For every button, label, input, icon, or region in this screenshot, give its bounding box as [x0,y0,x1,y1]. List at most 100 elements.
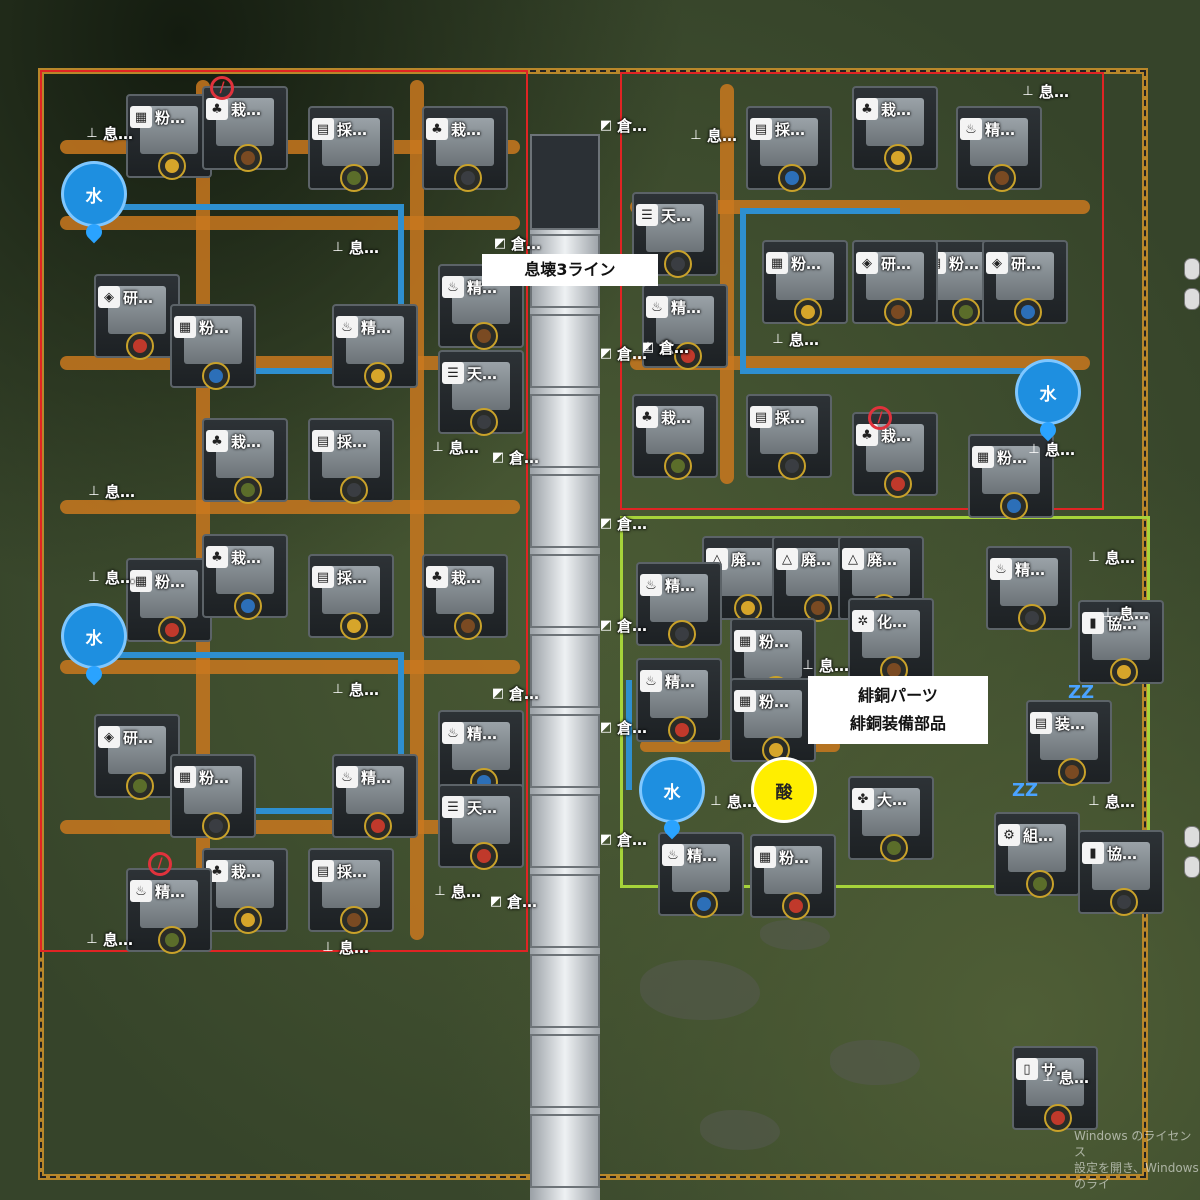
water-marker[interactable]: 水 [64,606,124,666]
building-tag[interactable]: ▦粉… [174,314,229,340]
storage-tag[interactable]: ◩倉… [490,680,539,706]
building-powder[interactable] [762,240,848,326]
water-pipe[interactable] [244,808,404,814]
building-tag[interactable]: ▤装… [1030,710,1085,736]
side-handle[interactable] [1184,856,1200,878]
building-tag[interactable]: ◈研… [986,250,1041,276]
storage-tag[interactable]: ◩倉… [598,612,647,638]
building-tag[interactable]: ▦粉… [754,844,809,870]
resource-indicator[interactable] [340,164,368,192]
water-pipe[interactable] [740,208,746,372]
breath-tag[interactable]: ⊥息… [84,926,133,952]
building-powder[interactable] [968,434,1054,520]
building-tag[interactable]: ▦粉… [766,250,821,276]
building-tag[interactable]: ☰天… [442,794,497,820]
resource-indicator[interactable] [234,476,262,504]
building-tag[interactable]: △廃… [842,546,897,572]
resource-indicator[interactable] [794,298,822,326]
storage-tag[interactable]: ◩倉… [598,510,647,536]
storage-tag[interactable]: ◩倉… [598,340,647,366]
building-powder[interactable] [126,558,212,644]
water-pipe[interactable] [244,368,404,374]
building-tag[interactable]: ♨精… [640,572,695,598]
building-tag[interactable]: ▤採… [312,564,367,590]
breath-tag[interactable]: ⊥息… [432,878,481,904]
building-powder[interactable] [170,304,256,390]
breath-tag[interactable]: ⊥息… [1086,544,1135,570]
storage-tag[interactable]: ◩倉… [598,714,647,740]
resource-indicator[interactable] [1058,758,1086,786]
breath-tag[interactable]: ⊥息… [330,676,379,702]
resource-indicator[interactable] [202,362,230,390]
storage-tag[interactable]: ◩倉… [490,444,539,470]
resource-indicator[interactable] [804,594,832,622]
storage-tag[interactable]: ◩倉… [640,334,689,360]
resource-indicator[interactable] [340,612,368,640]
resource-indicator[interactable] [202,812,230,840]
resource-indicator[interactable] [880,834,908,862]
building-tag[interactable]: ♣栽… [206,96,261,122]
resource-indicator[interactable] [454,612,482,640]
building-tag[interactable]: ✤大… [852,786,907,812]
building-tag[interactable]: ♨精… [336,764,391,790]
breath-tag[interactable]: ⊥息… [1100,600,1149,626]
building-tag[interactable]: ▮協… [1082,840,1137,866]
breath-tag[interactable]: ⊥息… [86,564,135,590]
building-tag[interactable]: ◈研… [98,724,153,750]
breath-tag[interactable]: ⊥息… [84,120,133,146]
water-pipe[interactable] [100,652,404,658]
resource-indicator[interactable] [1026,870,1054,898]
building-tag[interactable]: ♨精… [960,116,1015,142]
breath-tag[interactable]: ⊥息… [1086,788,1135,814]
water-pipe[interactable] [398,652,404,812]
resource-indicator[interactable] [158,926,186,954]
resource-indicator[interactable] [778,164,806,192]
storage-tag[interactable]: ◩倉… [598,826,647,852]
resource-indicator[interactable] [454,164,482,192]
breath-tag[interactable]: ⊥息… [770,326,819,352]
resource-indicator[interactable] [126,332,154,360]
water-pipe[interactable] [100,204,404,210]
building-tag[interactable]: ▯サ… [1016,1056,1071,1082]
building-tag[interactable]: ☰天… [636,202,691,228]
building-tag[interactable]: ▦粉… [130,104,185,130]
water-pipe[interactable] [626,680,632,790]
resource-indicator[interactable] [664,452,692,480]
breath-tag[interactable]: ⊥息… [330,234,379,260]
building-mine[interactable] [308,106,394,192]
building-tag[interactable]: ▦粉… [174,764,229,790]
breath-tag[interactable]: ⊥息… [1040,1064,1089,1090]
water-marker[interactable]: 水 [642,760,702,820]
resource-indicator[interactable] [340,476,368,504]
water-pipe[interactable] [740,208,900,214]
building-tag[interactable]: ♣栽… [856,422,911,448]
building-tag[interactable]: ▦粉… [130,568,185,594]
building-tag[interactable]: ▤採… [750,116,805,142]
resource-indicator[interactable] [126,772,154,800]
resource-indicator[interactable] [668,716,696,744]
water-marker[interactable]: 水 [1018,362,1078,422]
breath-tag[interactable]: ⊥息… [800,652,849,678]
resource-indicator[interactable] [778,452,806,480]
conveyor-belt[interactable] [196,80,210,940]
resource-indicator[interactable] [364,362,392,390]
building-tag[interactable]: ▦粉… [734,688,789,714]
building-tag[interactable]: ▮協… [1082,610,1137,636]
building-mine[interactable] [746,106,832,192]
building-tag[interactable]: ▤採… [312,428,367,454]
building-plant[interactable] [852,86,938,172]
resource-indicator[interactable] [690,890,718,918]
conveyor-belt[interactable] [60,660,520,674]
storage-tag[interactable]: ◩倉… [488,888,537,914]
breath-tag[interactable]: ⊥息… [1020,78,1069,104]
building-tag[interactable]: ◈研… [856,250,911,276]
resource-indicator[interactable] [1014,298,1042,326]
building-refine[interactable] [332,304,418,390]
water-marker[interactable]: 水 [64,164,124,224]
acid-marker[interactable]: 酸 [754,760,814,820]
storage-tag[interactable]: ◩倉… [598,112,647,138]
resource-indicator[interactable] [234,906,262,934]
building-tag[interactable]: △廃… [776,546,831,572]
building-service[interactable] [1012,1046,1098,1132]
